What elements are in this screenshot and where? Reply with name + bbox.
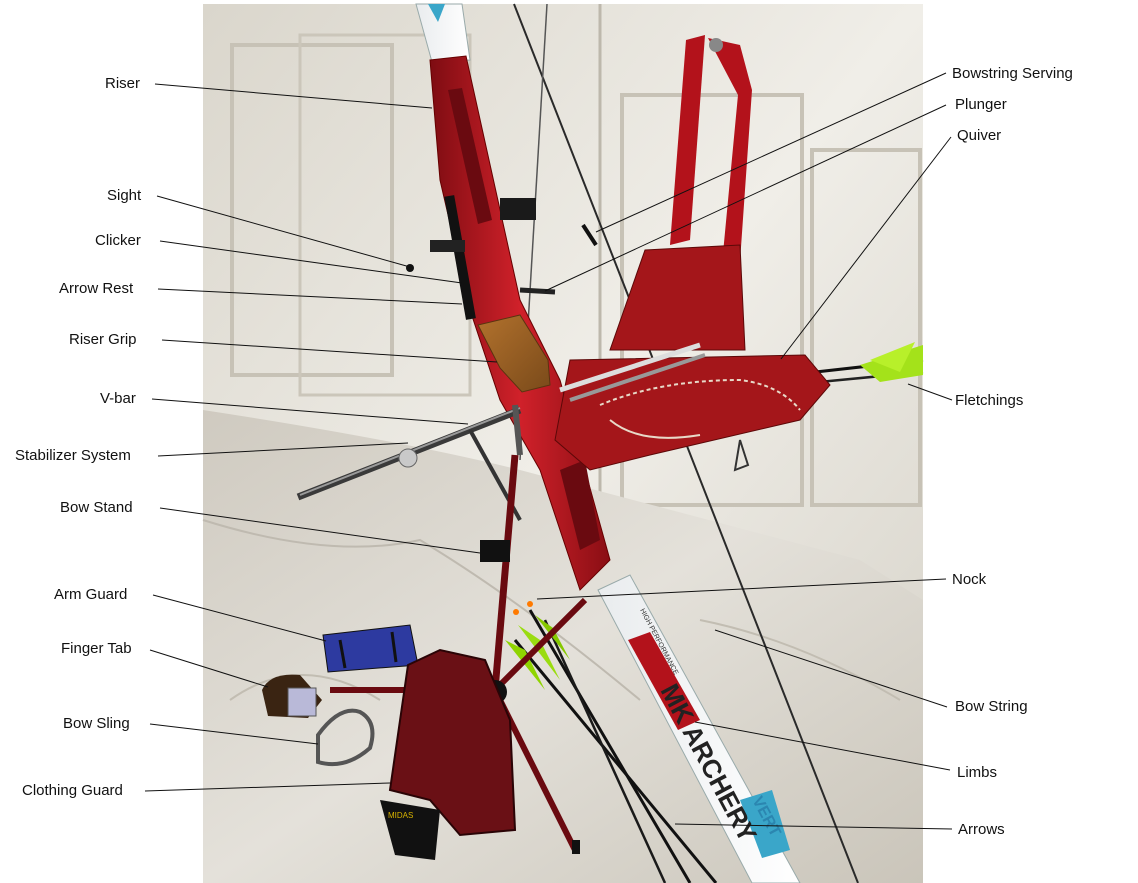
leader-limbs (694, 721, 951, 771)
leader-stabilizer (157, 442, 409, 457)
label-v-bar: V-bar (100, 390, 136, 407)
leader-clicker (159, 240, 463, 284)
leader-arm-guard (152, 594, 327, 642)
label-nock: Nock (952, 571, 987, 588)
leader-riser-grip (161, 339, 498, 363)
leader-arrow-rest (157, 288, 463, 305)
bow-sling-photo (316, 708, 375, 767)
guard-brand-text: MIDAS (388, 811, 413, 820)
leader-sight (156, 195, 411, 268)
label-plunger: Plunger (955, 96, 1007, 113)
leader-bow-string (714, 629, 948, 708)
clothing-guard-photo: MIDAS (380, 648, 517, 860)
label-sight: Sight (107, 187, 142, 204)
riser-photo (429, 55, 611, 591)
leader-riser (154, 83, 433, 109)
label-arm-guard: Arm Guard (54, 586, 128, 603)
leader-fletchings (907, 383, 953, 401)
label-stabilizer-system: Stabilizer System (15, 447, 131, 464)
leader-clothing-guard (144, 782, 391, 792)
leader-bow-sling (149, 723, 319, 745)
label-bow-string: Bow String (955, 698, 1028, 715)
label-quiver: Quiver (957, 127, 1002, 144)
label-clothing-guard: Clothing Guard (22, 782, 123, 799)
label-arrows: Arrows (958, 821, 1005, 838)
label-riser-grip: Riser Grip (69, 331, 137, 348)
label-clicker: Clicker (95, 232, 141, 249)
leader-bow-stand (159, 507, 481, 554)
leader-v-bar (151, 398, 469, 425)
leader-quiver (780, 136, 952, 360)
leader-lines (144, 72, 953, 830)
photo-background (202, 4, 923, 883)
leader-arrows (674, 823, 953, 830)
label-arrow-rest: Arrow Rest (59, 280, 134, 297)
label-bow-stand: Bow Stand (60, 499, 133, 516)
leader-nock (536, 578, 947, 600)
label-fletchings: Fletchings (955, 392, 1024, 409)
label-limbs: Limbs (957, 764, 998, 781)
finger-tab-photo (262, 674, 322, 718)
leader-finger-tab (149, 649, 269, 688)
leader-plunger (544, 104, 947, 292)
quiver-photo (554, 35, 831, 472)
label-finger-tab: Finger Tab (61, 640, 132, 657)
label-bowstring-serving: Bowstring Serving (952, 65, 1073, 82)
leader-bowstring-serving (595, 72, 947, 233)
arm-guard-photo (322, 624, 419, 673)
label-bow-sling: Bow Sling (63, 715, 130, 732)
label-riser: Riser (105, 75, 141, 92)
